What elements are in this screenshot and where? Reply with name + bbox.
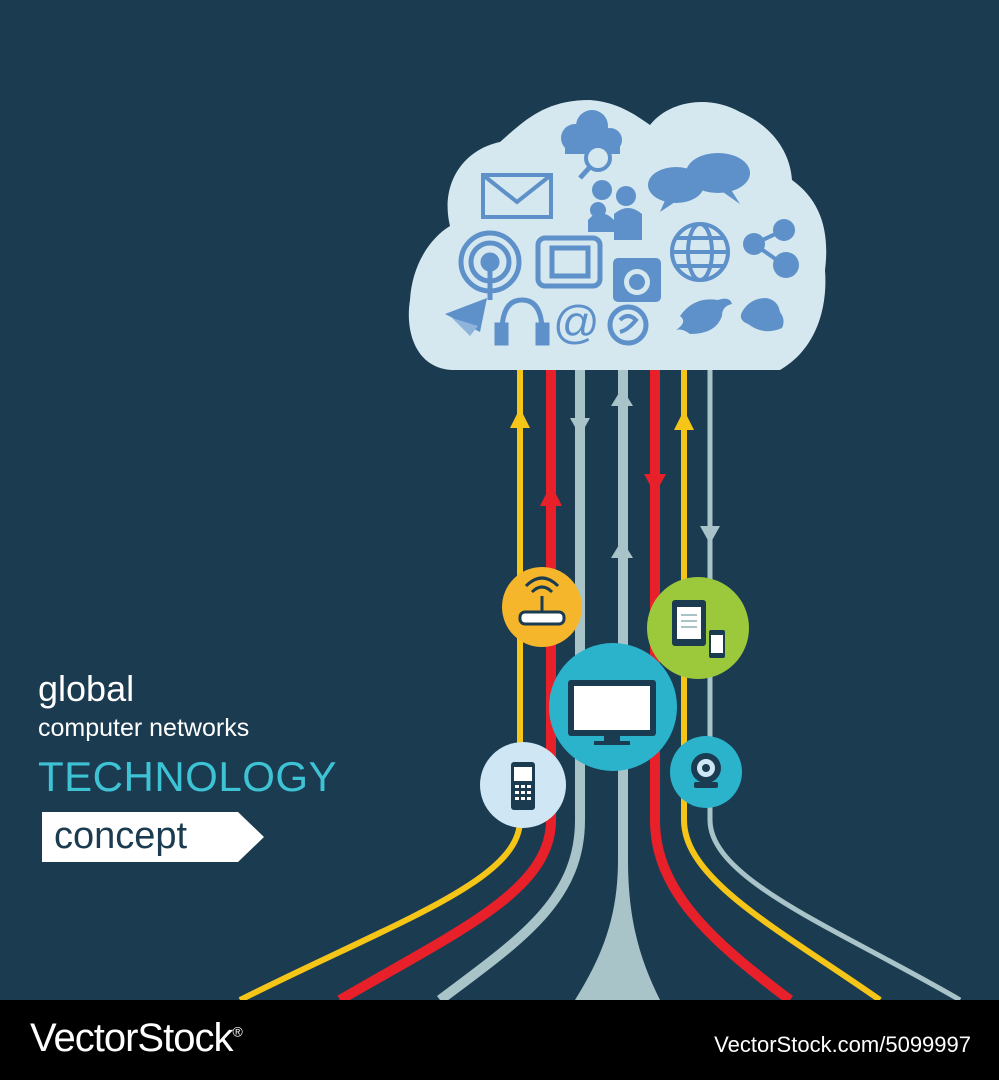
tablet-phone-bubble	[647, 577, 749, 679]
wire-red-left	[337, 368, 556, 1000]
webcam-bubble	[670, 736, 742, 808]
wifi-broadcast-icon	[458, 230, 522, 300]
router-bubble	[502, 567, 582, 647]
wire-grey-right	[707, 368, 962, 1000]
headphones-icon	[494, 297, 550, 346]
share-icon	[743, 219, 799, 278]
watermark-bar: VectorStock® VectorStock.com/5099997	[0, 1000, 999, 1080]
envelope-icon	[481, 173, 553, 219]
device-bubbles	[480, 567, 749, 828]
watermark-image-id: VectorStock.com/5099997	[714, 1032, 971, 1057]
wire-yellow-left	[238, 368, 523, 1000]
arrow-up-red	[540, 484, 562, 506]
chat-bubbles-icon	[648, 153, 750, 212]
camera-icon	[613, 258, 661, 302]
arrow-up-trunk	[611, 388, 633, 406]
monitor-icon	[568, 680, 656, 745]
wire-grey-left	[437, 368, 585, 1000]
globe-icon	[670, 222, 730, 282]
mobile-bubble	[480, 742, 566, 828]
tablet-icon	[535, 235, 603, 289]
arrow-down-grey-right	[700, 526, 720, 544]
tablet-phone-icon	[672, 600, 725, 658]
concept-tag: concept	[42, 812, 264, 862]
headline-technology: TECHNOLOGY	[38, 753, 338, 800]
wire-red-right	[650, 368, 794, 1000]
router-icon	[518, 576, 566, 626]
twitter-birds-icon	[676, 298, 784, 334]
arrow-down-grey-left	[570, 418, 590, 436]
send-mail-icon	[445, 298, 487, 336]
headline-global: global	[38, 668, 135, 709]
arrow-down-red	[644, 474, 666, 494]
monitor-bubble	[549, 643, 677, 771]
skype-icon	[607, 304, 649, 346]
at-sign-icon: @	[553, 296, 600, 348]
concept-tag-shape	[42, 812, 264, 862]
headline-computer-networks: computer networks	[38, 714, 250, 742]
watermark-brand: VectorStock®	[30, 1016, 243, 1060]
wire-yellow-right	[681, 368, 882, 1000]
webcam-icon	[691, 753, 721, 788]
arrow-up-yellow	[510, 408, 530, 428]
mobile-phone-icon	[511, 762, 535, 810]
arrow-up-yellow-right	[674, 410, 694, 430]
concept-label: concept	[54, 815, 188, 857]
cloud-search-icon	[561, 110, 622, 180]
network-illustration: @	[238, 100, 962, 1000]
cloud: @	[408, 100, 827, 370]
cloud-icons: @	[445, 110, 799, 348]
people-icon	[588, 180, 642, 240]
arrows	[510, 388, 720, 558]
arrow-up-trunk-low	[611, 540, 633, 558]
wires	[238, 368, 962, 1000]
